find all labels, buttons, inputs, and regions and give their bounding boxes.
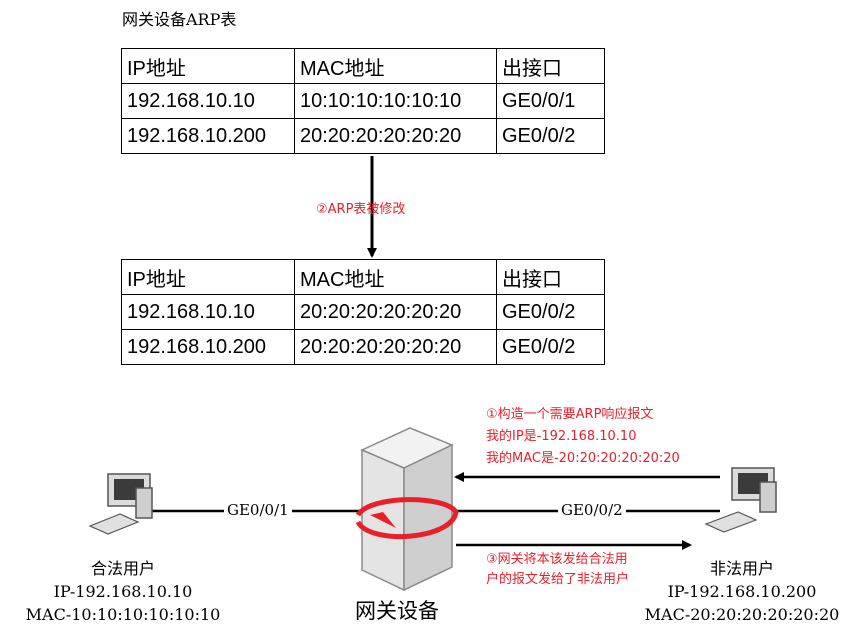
right-port-label: GE0/0/2 [558,501,626,519]
left-port-label: GE0/0/1 [224,501,292,519]
illegal-user-mac: MAC-20:20:20:20:20:20 [644,605,840,624]
illegal-user-info: 非法用户 IP-192.168.10.200 MAC-20:20:20:20:2… [636,557,848,626]
illegal-user-ip: IP-192.168.10.200 [667,582,817,601]
table-row: 192.168.10.200 20:20:20:20:20:20 GE0/0/2 [121,118,605,154]
header-interface: 出接口 [496,259,605,295]
cell-interface: GE0/0/2 [496,294,605,330]
legit-user-name: 合法用户 [90,559,155,578]
header-mac: MAC地址 [294,48,497,84]
legit-user-mac: MAC-10:10:10:10:10:10 [25,605,221,624]
cell-mac: 20:20:20:20:20:20 [294,294,497,330]
cell-ip: 192.168.10.10 [121,83,295,119]
table-row: 192.168.10.200 20:20:20:20:20:20 GE0/0/2 [121,329,605,365]
cell-interface: GE0/0/2 [496,329,605,365]
step3-line: ③网关将本该发给合法用 [486,552,628,567]
legit-user-ip: IP-192.168.10.10 [53,582,193,601]
cell-ip: 192.168.10.200 [121,118,295,154]
cell-mac: 20:20:20:20:20:20 [294,329,497,365]
table-header-row: IP地址 MAC地址 出接口 [121,259,605,295]
cell-mac: 20:20:20:20:20:20 [294,118,497,154]
step2-label: ②ARP表被修改 [316,202,406,217]
gateway-label: 网关设备 [355,599,439,623]
table-header-row: IP地址 MAC地址 出接口 [121,48,605,84]
legit-user-info: 合法用户 IP-192.168.10.10 MAC-10:10:10:10:10… [18,557,228,626]
step1-line: ①构造一个需要ARP响应报文 [486,407,654,422]
illegal-user-name: 非法用户 [709,559,774,578]
step3-line: 户的报文发给了非法用户 [486,572,630,587]
step1-line: 我的MAC是-20:20:20:20:20:20 [486,451,680,466]
step1-line: 我的IP是-192.168.10.10 [486,429,637,444]
arp-table-after: IP地址 MAC地址 出接口 192.168.10.10 20:20:20:20… [121,259,605,365]
cell-ip: 192.168.10.200 [121,329,295,365]
header-interface: 出接口 [496,48,605,84]
header-ip: IP地址 [121,48,295,84]
arp-table-title: 网关设备ARP表 [122,10,237,29]
cell-mac: 10:10:10:10:10:10 [294,83,497,119]
header-ip: IP地址 [121,259,295,295]
cell-interface: GE0/0/2 [496,118,605,154]
gateway-device-icon [355,427,459,592]
illegal-user-computer-icon [704,467,777,533]
legit-user-computer-icon [88,473,153,535]
header-mac: MAC地址 [294,259,497,295]
table-row: 192.168.10.10 10:10:10:10:10:10 GE0/0/1 [121,83,605,119]
step1-annotation: ①构造一个需要ARP响应报文 我的IP是-192.168.10.10 我的MAC… [486,404,680,470]
step3-annotation: ③网关将本该发给合法用 户的报文发给了非法用户 [486,550,629,590]
arp-table-before: IP地址 MAC地址 出接口 192.168.10.10 10:10:10:10… [121,48,605,154]
